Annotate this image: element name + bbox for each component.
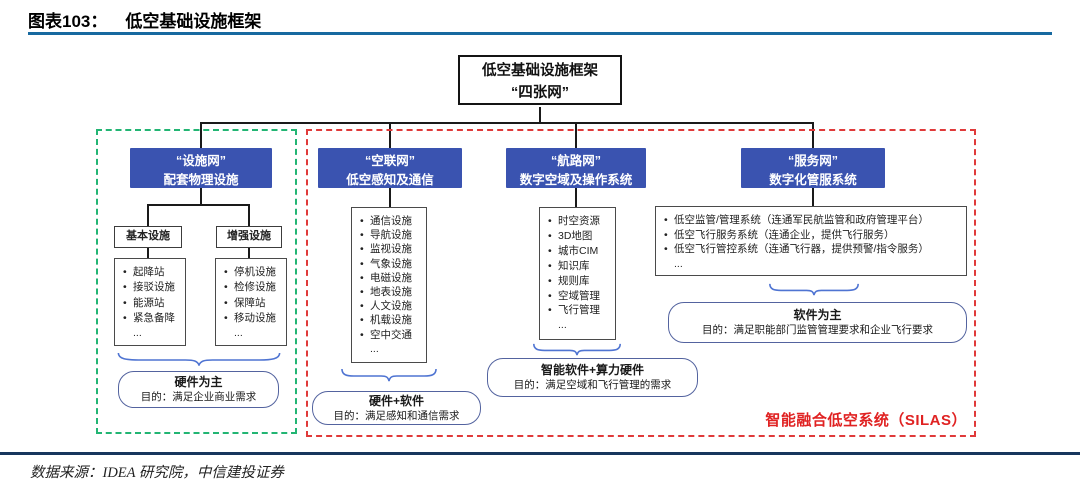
root-line1: 低空基础设施框架 bbox=[482, 63, 598, 79]
group-header-route-network: “航路网” 数字空域及操作系统 bbox=[506, 148, 646, 188]
list-item: 低空飞行服务系统（连通企业，提供飞行服务） bbox=[663, 228, 961, 243]
group-header-facility-network: “设施网” 配套物理设施 bbox=[130, 148, 272, 188]
silas-label: 智能融合低空系统（SILAS） bbox=[765, 412, 967, 429]
summary-title: 硬件+软件 bbox=[368, 393, 424, 408]
route-network-list: 时空资源3D地图城市CIM知识库规则库空域管理飞行管理... bbox=[539, 207, 616, 340]
list-item: 通信设施 bbox=[359, 214, 421, 228]
group-header-service-network: “服务网” 数字化管服系统 bbox=[741, 148, 885, 188]
group-name: “服务网” bbox=[787, 154, 838, 168]
list-item: 起降站 bbox=[122, 265, 180, 281]
list-item: 电磁设施 bbox=[359, 271, 421, 285]
figure-title: 图表103： 低空基础设施框架 bbox=[28, 7, 261, 32]
connector-line bbox=[200, 124, 202, 148]
subgroup-title: 增强设施 bbox=[227, 230, 271, 242]
summary-title: 软件为主 bbox=[793, 308, 842, 323]
summary-goal: 目的：满足企业商业需求 bbox=[140, 391, 257, 404]
service-network-list: 低空监管/管理系统（连通军民航监管和政府管理平台）低空飞行服务系统（连通企业，提… bbox=[655, 206, 967, 276]
list-item: 3D地图 bbox=[547, 229, 610, 244]
list-item: 接驳设施 bbox=[122, 280, 180, 296]
connector-line bbox=[200, 188, 202, 204]
connector-line bbox=[389, 188, 391, 207]
list-item: 人文设施 bbox=[359, 299, 421, 313]
list-item: 飞行管理 bbox=[547, 303, 610, 318]
air-sensing-list: 通信设施导航设施监视设施气象设施电磁设施地表设施人文设施机载设施空中交通... bbox=[351, 207, 427, 363]
list-item: 空域管理 bbox=[547, 289, 610, 304]
list-item: 停机设施 bbox=[223, 265, 281, 281]
list-item: 地表设施 bbox=[359, 285, 421, 299]
connector-line bbox=[539, 107, 541, 123]
list-item: ... bbox=[133, 327, 142, 340]
curly-brace-icon bbox=[115, 352, 283, 366]
group-subtitle: 配套物理设施 bbox=[163, 172, 239, 187]
facility-summary-box: 硬件为主 目的：满足企业商业需求 bbox=[118, 371, 279, 408]
list-item: 能源站 bbox=[122, 296, 180, 312]
figure-number: 图表103： bbox=[28, 12, 108, 31]
list-item: 监视设施 bbox=[359, 242, 421, 256]
service-network-summary-box: 软件为主 目的：满足职能部门监管管理要求和企业飞行要求 bbox=[668, 302, 967, 343]
group-name: “设施网” bbox=[175, 154, 226, 168]
data-source: 数据来源：IDEA 研究院，中信建投证券 bbox=[30, 465, 284, 481]
group-header-air-sensing-network: “空联网” 低空感知及通信 bbox=[318, 148, 462, 188]
connector-line bbox=[389, 124, 391, 148]
list-item: 检修设施 bbox=[223, 280, 281, 296]
connector-line bbox=[812, 124, 814, 148]
summary-title: 智能软件+算力硬件 bbox=[540, 363, 644, 378]
enhanced-facilities-list: 停机设施检修设施保障站移动设施... bbox=[215, 258, 287, 346]
list-item: 紧急备降 bbox=[122, 311, 180, 327]
group-name: “空联网” bbox=[364, 154, 415, 168]
curly-brace-icon bbox=[340, 368, 438, 382]
list-item: ... bbox=[558, 319, 567, 332]
route-network-summary-box: 智能软件+算力硬件 目的：满足空域和飞行管理的需求 bbox=[487, 358, 698, 397]
list-item: ... bbox=[370, 342, 379, 355]
air-sensing-summary-box: 硬件+软件 目的：满足感知和通信需求 bbox=[312, 391, 481, 425]
root-framework-box: 低空基础设施框架 “四张网” bbox=[458, 55, 622, 105]
list-item: 规则库 bbox=[547, 274, 610, 289]
group-subtitle: 数字化管服系统 bbox=[769, 172, 857, 187]
group-name: “航路网” bbox=[550, 154, 601, 168]
list-item: 移动设施 bbox=[223, 311, 281, 327]
silas-group-outline bbox=[306, 129, 976, 437]
summary-title: 硬件为主 bbox=[174, 375, 223, 390]
connector-line bbox=[575, 124, 577, 148]
facility-group-outline bbox=[96, 129, 297, 434]
list-item: 导航设施 bbox=[359, 228, 421, 242]
connector-line bbox=[147, 206, 149, 226]
list-item: 低空飞行管控系统（连通飞行器，提供预警/指令服务） bbox=[663, 242, 961, 257]
list-item: 机载设施 bbox=[359, 313, 421, 327]
list-item: 保障站 bbox=[223, 296, 281, 312]
footer-divider bbox=[0, 452, 1080, 455]
list-item: ... bbox=[674, 257, 683, 270]
root-line2: “四张网” bbox=[511, 85, 569, 102]
subgroup-basic-facilities: 基本设施 bbox=[114, 226, 182, 248]
list-item: 时空资源 bbox=[547, 214, 610, 229]
figure-name: 低空基础设施框架 bbox=[125, 12, 262, 31]
connector-line bbox=[248, 248, 250, 258]
curly-brace-icon bbox=[768, 283, 860, 296]
subgroup-title: 基本设施 bbox=[126, 230, 170, 242]
list-item: ... bbox=[234, 327, 243, 340]
list-item: 知识库 bbox=[547, 259, 610, 274]
connector-line bbox=[812, 188, 814, 206]
subgroup-enhanced-facilities: 增强设施 bbox=[216, 226, 282, 248]
list-item: 气象设施 bbox=[359, 257, 421, 271]
connector-line bbox=[200, 122, 814, 124]
group-subtitle: 低空感知及通信 bbox=[346, 172, 434, 187]
summary-goal: 目的：满足职能部门监管管理要求和企业飞行要求 bbox=[702, 324, 933, 337]
basic-facilities-list: 起降站接驳设施能源站紧急备降... bbox=[114, 258, 186, 346]
list-item: 低空监管/管理系统（连通军民航监管和政府管理平台） bbox=[663, 213, 961, 228]
connector-line bbox=[248, 206, 250, 226]
list-item: 城市CIM bbox=[547, 244, 610, 259]
connector-line bbox=[147, 204, 250, 206]
summary-goal: 目的：满足感知和通信需求 bbox=[333, 409, 460, 422]
connector-line bbox=[575, 188, 577, 207]
group-subtitle: 数字空域及操作系统 bbox=[519, 172, 633, 187]
curly-brace-icon bbox=[532, 343, 622, 356]
list-item: 空中交通 bbox=[359, 328, 421, 342]
summary-goal: 目的：满足空域和飞行管理的需求 bbox=[513, 379, 672, 392]
connector-line bbox=[147, 248, 149, 258]
title-divider bbox=[28, 32, 1052, 35]
